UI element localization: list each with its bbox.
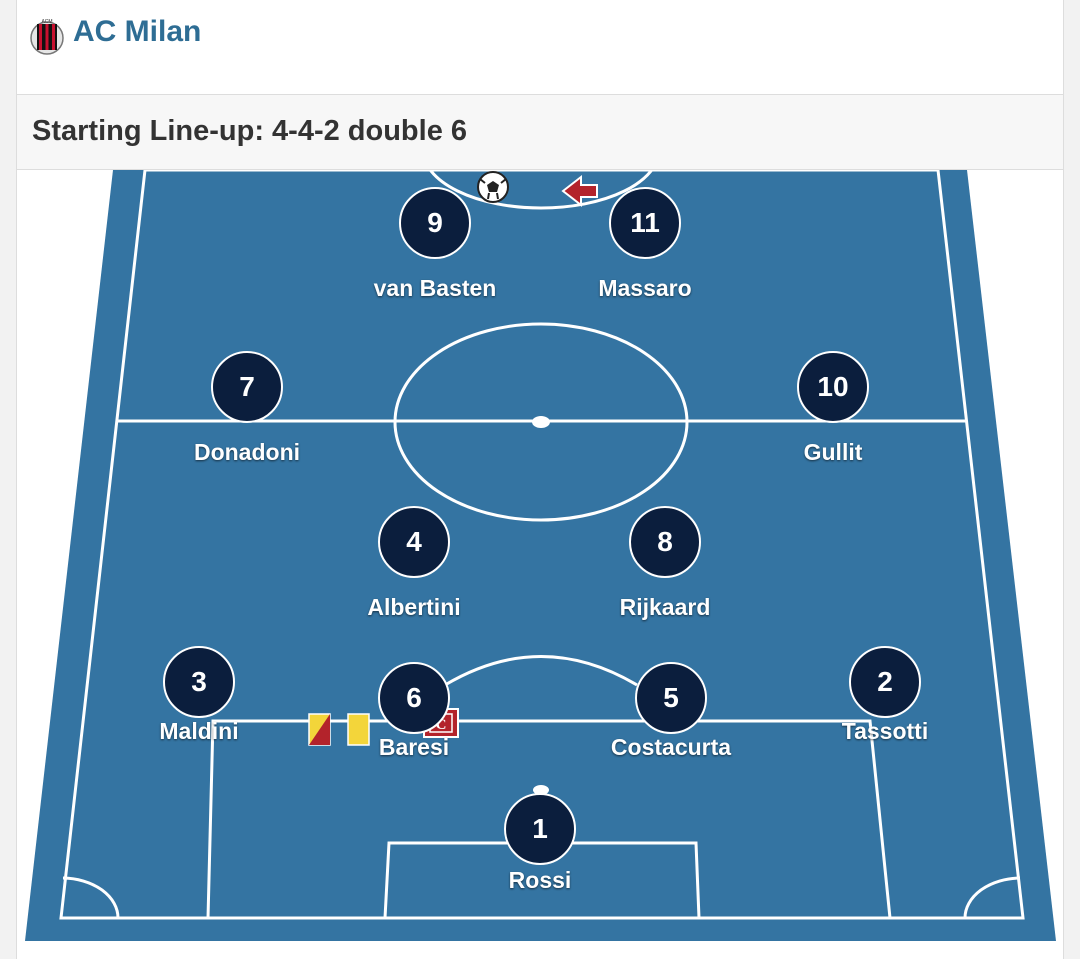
center-circle	[393, 322, 689, 522]
player-9[interactable]: 9 van Basten	[305, 187, 565, 302]
player-1[interactable]: 1 Rossi	[410, 793, 670, 894]
player-number: 4	[378, 506, 450, 578]
player-name: van Basten	[373, 275, 497, 301]
player-number: 10	[797, 351, 869, 423]
player-name: Donadoni	[193, 439, 301, 465]
player-name: Costacurta	[610, 734, 732, 760]
player-11[interactable]: 11 Massaro	[515, 187, 775, 302]
touchlines	[59, 170, 1025, 920]
corner-arc-right	[963, 876, 1021, 919]
player-10[interactable]: 10 Gullit	[703, 351, 963, 466]
ac-milan-crest-icon: ACM	[30, 19, 64, 55]
team-name[interactable]: AC Milan	[73, 15, 202, 48]
yellow-red-card-icon	[308, 713, 331, 746]
player-number: 9	[399, 187, 471, 259]
player-number: 3	[163, 646, 235, 718]
player-name: Rijkaard	[619, 594, 711, 620]
lineup-header: Starting Line-up: 4-4-2 double 6	[17, 95, 1063, 170]
player-number: 8	[629, 506, 701, 578]
player-name: Albertini	[367, 594, 461, 620]
player-5[interactable]: 5 Costacurta	[541, 662, 801, 761]
player-number: 1	[504, 793, 576, 865]
player-name: Tassotti	[841, 718, 929, 744]
player-8[interactable]: 8 Rijkaard	[535, 506, 795, 621]
player-name: Maldini	[159, 718, 239, 744]
logo-text: ACM	[41, 19, 52, 25]
pitch-surface	[25, 170, 1056, 941]
player-7[interactable]: 7 Donadoni	[117, 351, 377, 466]
player-name: Gullit	[803, 439, 863, 465]
player-4[interactable]: 4 Albertini	[284, 506, 544, 621]
player-number: 11	[609, 187, 681, 259]
yellow-card-icon	[347, 713, 370, 746]
captain-letter: C	[436, 717, 447, 733]
player-6[interactable]: 6 Baresi	[284, 662, 544, 761]
substitution-arrow-icon	[561, 174, 598, 208]
penalty-spot	[533, 785, 549, 795]
player-number: 7	[211, 351, 283, 423]
football-icon	[477, 171, 509, 203]
player-2[interactable]: 2 Tassotti	[755, 646, 1015, 745]
opponent-center-circle	[421, 170, 661, 210]
player-number: 5	[635, 662, 707, 734]
player-name: Baresi	[378, 734, 450, 760]
player-number: 2	[849, 646, 921, 718]
player-3[interactable]: 3 Maldini	[69, 646, 329, 745]
penalty-arc	[444, 655, 638, 687]
lineup-title: Starting Line-up: 4-4-2 double 6	[32, 115, 468, 147]
team-header[interactable]: ACM AC Milan	[17, 0, 1063, 95]
corner-arc-left	[62, 876, 120, 919]
player-number: 6	[378, 662, 450, 734]
penalty-area	[206, 719, 892, 919]
player-name: Rossi	[508, 867, 572, 893]
center-spot	[532, 416, 550, 428]
player-name: Massaro	[598, 275, 692, 301]
